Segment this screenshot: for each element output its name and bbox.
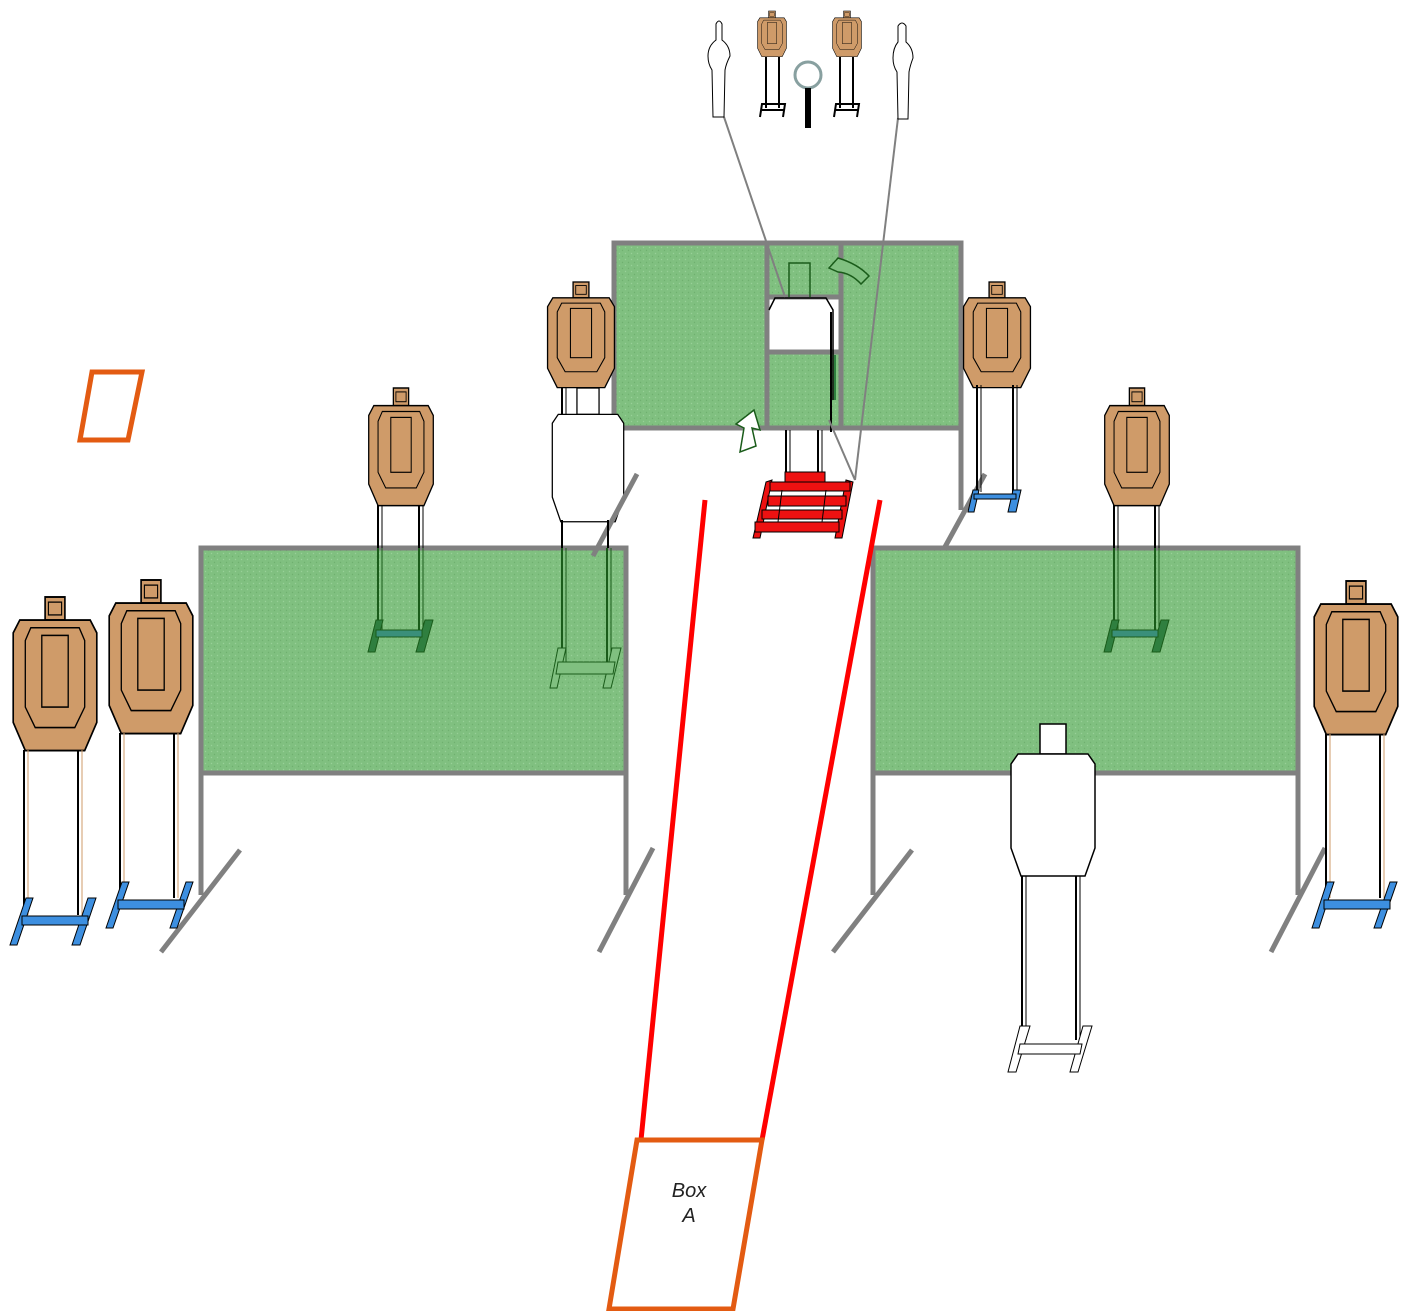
fault-lines — [638, 499, 883, 1141]
mini-popper-icon — [788, 262, 811, 297]
tan-ipsc-target-icon — [105, 579, 194, 929]
white-no-shoot-target-icon — [707, 20, 731, 118]
port-target-stand — [768, 297, 836, 432]
white-no-shoot-target-icon — [1007, 723, 1096, 1073]
shooting-box-small — [77, 369, 146, 443]
tan-ipsc-target-icon — [9, 596, 98, 946]
box-label-line1: Box — [672, 1180, 707, 1202]
white-no-shoot-target-icon — [892, 22, 914, 120]
left-wall — [159, 472, 656, 954]
tan-ipsc-target-icon — [367, 387, 435, 653]
port-stand — [752, 430, 854, 539]
tan-ipsc-target-icon — [832, 10, 862, 118]
steel-plate-icon — [793, 60, 823, 128]
center-back-wall — [611, 240, 988, 558]
target-stand — [549, 520, 622, 689]
tan-ipsc-target-icon — [1103, 387, 1171, 653]
legend-icons — [707, 10, 914, 128]
swinger-target-icon — [827, 257, 871, 286]
shooting-box-a: Box A — [606, 1137, 765, 1311]
tan-ipsc-target-icon — [1311, 580, 1399, 929]
callout-lines — [723, 116, 899, 481]
swinger-arrow-icon — [734, 408, 762, 454]
box-label-line2: A — [681, 1205, 695, 1227]
right-wall — [831, 545, 1328, 954]
tan-ipsc-target-icon — [962, 281, 1032, 513]
tan-ipsc-target-icon — [757, 10, 787, 118]
